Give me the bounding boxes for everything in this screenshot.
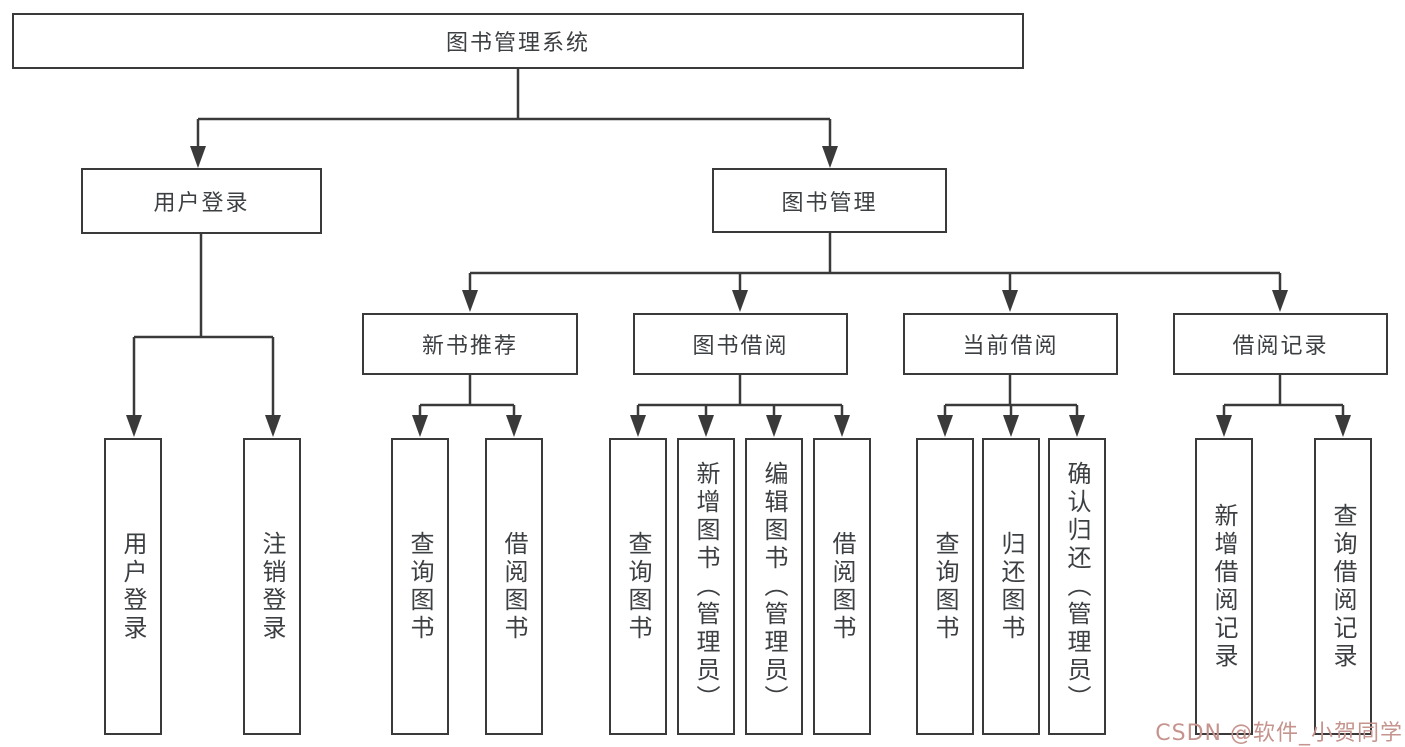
node-newbook-query-books: 查询图书 <box>391 438 449 735</box>
node-current-borrow: 当前借阅 <box>903 313 1118 375</box>
node-login: 用户登录 <box>104 438 162 735</box>
node-book-management-branch: 图书管理 <box>712 168 947 233</box>
node-current-confirm-return-admin: 确认归还（管理员） <box>1048 438 1106 735</box>
node-book-borrow: 图书借阅 <box>633 313 848 375</box>
node-logout: 注销登录 <box>243 438 301 735</box>
node-record-query: 查询借阅记录 <box>1314 438 1372 735</box>
node-borrow-query-books: 查询图书 <box>609 438 667 735</box>
node-user-login-branch: 用户登录 <box>81 168 322 234</box>
node-borrow-edit-books-admin: 编辑图书（管理员） <box>745 438 803 735</box>
node-borrow-add-books-admin: 新增图书（管理员） <box>677 438 735 735</box>
node-borrow-borrow-books: 借阅图书 <box>813 438 871 735</box>
node-new-book-recommend: 新书推荐 <box>362 313 578 375</box>
node-current-query-books: 查询图书 <box>916 438 974 735</box>
node-current-return-books: 归还图书 <box>982 438 1040 735</box>
watermark: CSDN @软件_小贺同学 <box>1155 721 1403 746</box>
node-root: 图书管理系统 <box>12 13 1024 69</box>
node-record-add: 新增借阅记录 <box>1195 438 1253 735</box>
node-borrow-record: 借阅记录 <box>1173 313 1388 375</box>
node-newbook-borrow-books: 借阅图书 <box>485 438 543 735</box>
